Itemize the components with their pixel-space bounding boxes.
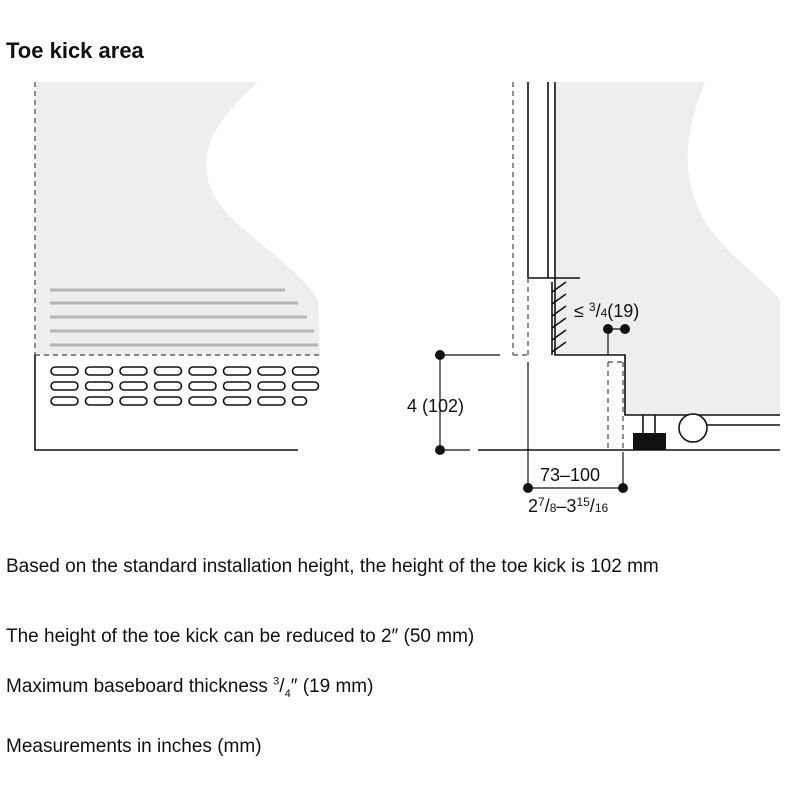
depth-label-in-b-den: 16 bbox=[595, 501, 609, 515]
depth-dim-dot-left bbox=[523, 483, 533, 493]
vent-slot bbox=[188, 366, 217, 376]
vent-slot bbox=[119, 381, 148, 391]
depth-label-in-a-den: 8 bbox=[550, 501, 557, 515]
vent-slot bbox=[222, 381, 252, 391]
page-title: Toe kick area bbox=[6, 38, 144, 63]
note-frac-den: 4 bbox=[284, 687, 291, 700]
baseboard-label-prefix: ≤ bbox=[574, 301, 589, 321]
baseboard-label-mm: (19) bbox=[607, 301, 639, 321]
baseboard-label-num: 3 bbox=[589, 300, 596, 314]
leveling-foot bbox=[633, 433, 666, 450]
vent-slots bbox=[50, 366, 320, 406]
vent-stripes bbox=[50, 288, 318, 347]
depth-dim-dot-right bbox=[618, 483, 628, 493]
height-label: 4 (102) bbox=[407, 396, 464, 416]
roller-wheel bbox=[678, 413, 708, 443]
vent-slot bbox=[119, 366, 148, 376]
side-view: 4 (102) ≤ 3/4(19) 73–100 27/8–315/16 bbox=[407, 82, 780, 516]
vent-slot bbox=[119, 396, 148, 406]
vent-slot bbox=[84, 396, 114, 406]
vent-slot bbox=[50, 366, 79, 376]
vent-slot bbox=[291, 381, 320, 391]
note-standard-height: Based on the standard installation heigh… bbox=[6, 556, 659, 577]
note-baseboard-thickness: Maximum baseboard thickness 3/4″ (19 mm) bbox=[6, 675, 374, 700]
vent-slot bbox=[188, 381, 217, 391]
depth-label-in: 27/8–315/16 bbox=[528, 495, 608, 516]
baseboard-hatch bbox=[551, 281, 567, 353]
vent-slot bbox=[50, 396, 79, 406]
note-units: Measurements in inches (mm) bbox=[6, 736, 262, 757]
vent-slot bbox=[153, 396, 183, 406]
vent-slot bbox=[222, 366, 252, 376]
depth-label-mm: 73–100 bbox=[540, 465, 600, 485]
depth-label-in-b-num: 15 bbox=[576, 495, 590, 509]
toe-kick-dashed bbox=[607, 361, 624, 450]
vent-slot bbox=[291, 366, 320, 376]
vent-slot bbox=[188, 396, 217, 406]
vent-slot bbox=[257, 396, 286, 406]
vent-slot bbox=[50, 381, 79, 391]
baseboard-dim-dot-right bbox=[620, 324, 630, 334]
vent-slot bbox=[153, 381, 183, 391]
front-panel bbox=[35, 82, 320, 355]
height-dim-dot-bottom bbox=[435, 445, 445, 455]
depth-label-in-a-num: 7 bbox=[538, 495, 545, 509]
vent-slot bbox=[257, 381, 286, 391]
vent-slot bbox=[291, 396, 308, 406]
vent-slot bbox=[222, 396, 252, 406]
depth-label-in-a-whole: 2 bbox=[528, 496, 538, 516]
baseboard-label: ≤ 3/4(19) bbox=[574, 300, 639, 321]
appliance-outline bbox=[554, 82, 780, 416]
note-reduced-height: The height of the toe kick can be reduce… bbox=[6, 626, 475, 647]
baseboard-dim-dot-left bbox=[603, 324, 613, 334]
note-frac-num: 3 bbox=[273, 675, 280, 688]
depth-label-in-sep: –3 bbox=[556, 496, 576, 516]
height-dim-dot-top bbox=[435, 350, 445, 360]
toe-kick-panel bbox=[34, 355, 298, 451]
vent-slot bbox=[153, 366, 183, 376]
appliance-body bbox=[555, 82, 780, 415]
toe-kick-diagram: 4 (102) ≤ 3/4(19) 73–100 27/8–315/16 bbox=[34, 82, 780, 516]
baseboard-label-den: 4 bbox=[601, 306, 608, 320]
vent-slot bbox=[84, 366, 114, 376]
vent-slot bbox=[257, 366, 286, 376]
front-view bbox=[34, 82, 320, 451]
vent-slot bbox=[84, 381, 114, 391]
